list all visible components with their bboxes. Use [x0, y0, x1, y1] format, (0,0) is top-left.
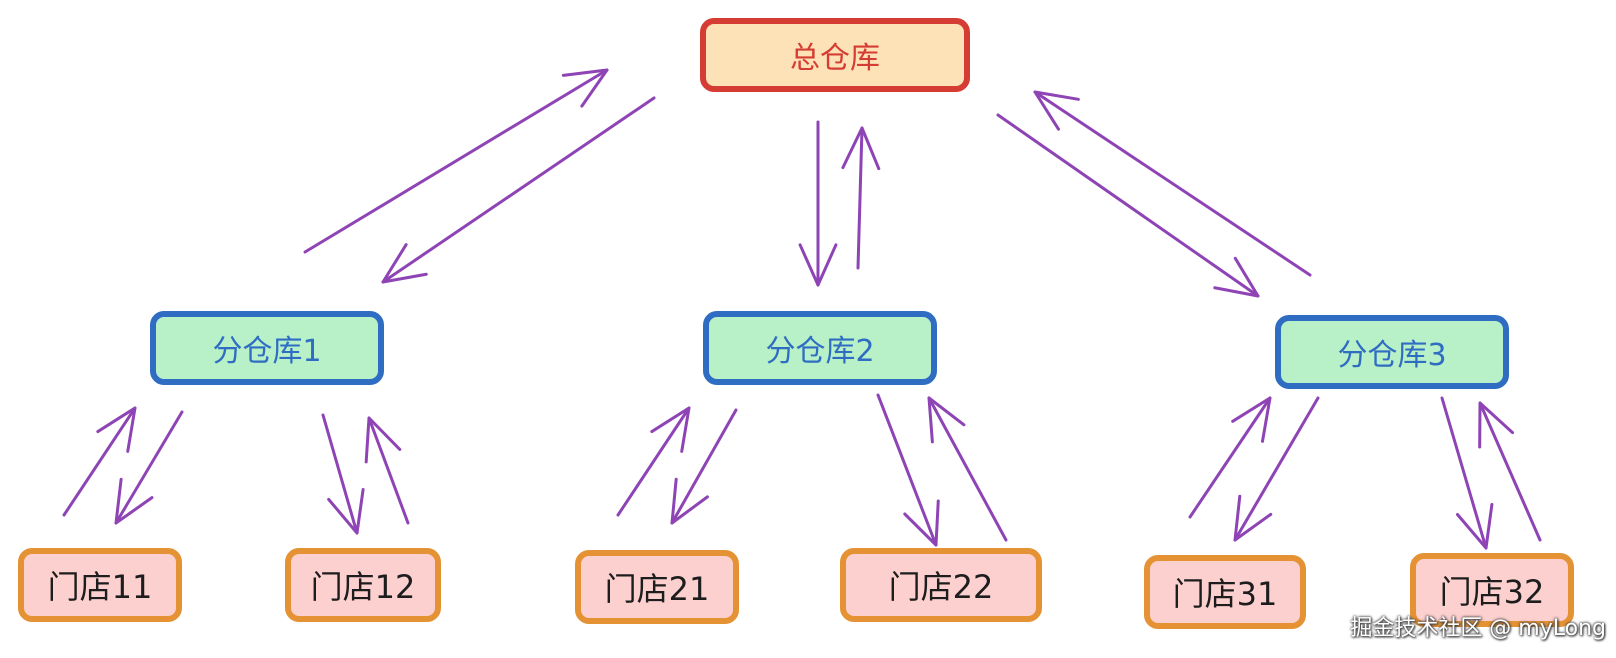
- node-store-11: 门店11: [18, 548, 182, 622]
- arrow-branch1-to-store11: [114, 410, 184, 525]
- arrow-store32-to-branch3: [1478, 401, 1542, 542]
- arrow-store31-to-branch3: [1188, 396, 1272, 519]
- arrow-branch3-to-root: [1033, 90, 1312, 277]
- arrow-store11-to-branch1: [62, 406, 137, 517]
- arrow-branch2-to-root: [841, 126, 881, 270]
- arrow-root-to-branch2: [798, 120, 838, 287]
- node-branch-warehouse-3-label: 分仓库3: [1337, 338, 1447, 373]
- node-branch-warehouse-1: 分仓库1: [150, 311, 384, 385]
- node-branch-warehouse-3: 分仓库3: [1275, 315, 1509, 389]
- node-store-31-label: 门店31: [1172, 575, 1278, 613]
- node-branch-warehouse-2-label: 分仓库2: [765, 334, 875, 369]
- node-store-31: 门店31: [1144, 555, 1306, 629]
- node-main-warehouse: 总仓库: [700, 18, 970, 92]
- arrow-branch1-to-root: [303, 68, 609, 254]
- node-store-32-label: 门店32: [1439, 573, 1545, 611]
- node-store-11-label: 门店11: [47, 568, 153, 606]
- node-store-12-label: 门店12: [310, 568, 416, 606]
- node-store-21: 门店21: [575, 550, 739, 624]
- node-store-12: 门店12: [285, 548, 441, 622]
- node-store-32: 门店32: [1410, 553, 1574, 627]
- node-branch-warehouse-2: 分仓库2: [703, 311, 937, 385]
- node-main-warehouse-label: 总仓库: [790, 41, 880, 76]
- arrow-branch1-to-store12: [321, 413, 365, 535]
- arrow-branch3-to-store32: [1440, 396, 1494, 550]
- arrow-store22-to-branch2: [927, 396, 1008, 542]
- node-store-22-label: 门店22: [888, 568, 994, 606]
- arrow-branch2-to-store21: [670, 408, 738, 525]
- arrow-root-to-branch3: [996, 113, 1260, 298]
- arrow-branch2-to-store22: [876, 393, 940, 547]
- watermark: 掘金技术社区 @ myLong: [1350, 616, 1606, 641]
- arrow-branch3-to-store31: [1233, 396, 1320, 542]
- node-store-21-label: 门店21: [604, 570, 710, 608]
- arrow-store21-to-branch2: [616, 406, 691, 517]
- node-branch-warehouse-1-label: 分仓库1: [212, 334, 322, 369]
- node-store-22: 门店22: [840, 548, 1042, 622]
- arrow-root-to-branch1: [381, 96, 656, 284]
- arrow-store12-to-branch12: [364, 416, 410, 525]
